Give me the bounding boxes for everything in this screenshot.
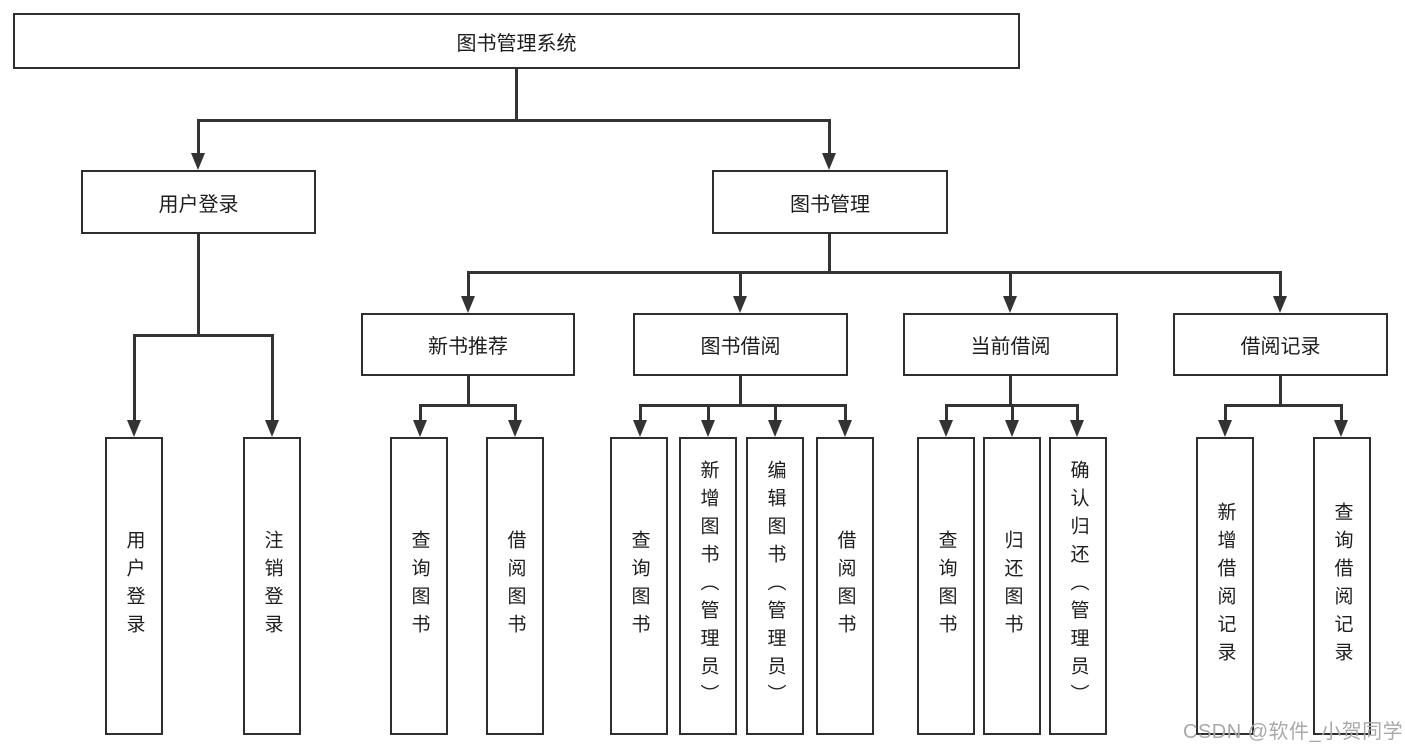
arrowhead-icon bbox=[1334, 420, 1348, 437]
leaf-current-confirm-label: 确认归还（管理员） bbox=[1067, 460, 1089, 712]
node-book-borrow-label: 图书借阅 bbox=[700, 336, 781, 358]
connector-line bbox=[197, 234, 200, 337]
leaf-logout: 注销登录 bbox=[243, 437, 301, 735]
leaf-current-return-label: 归还图书 bbox=[1001, 530, 1023, 642]
leaf-records-add: 新增借阅记录 bbox=[1196, 437, 1254, 735]
node-current-borrow-label: 当前借阅 bbox=[970, 336, 1051, 358]
connector-line bbox=[514, 404, 517, 422]
connector-line bbox=[774, 404, 777, 422]
connector-line bbox=[739, 376, 742, 407]
leaf-borrow-edit-label: 编辑图书（管理员） bbox=[764, 460, 786, 712]
leaf-borrow-query: 查询图书 bbox=[610, 437, 668, 735]
node-root: 图书管理系统 bbox=[13, 13, 1020, 69]
csdn-watermark: CSDN @软件_小贺同学 bbox=[1183, 721, 1404, 743]
connector-line bbox=[844, 404, 847, 422]
connector-line bbox=[1279, 376, 1282, 407]
connector-line bbox=[467, 376, 470, 407]
connector-line bbox=[467, 271, 1282, 274]
arrowhead-icon bbox=[1273, 296, 1287, 313]
connector-line bbox=[639, 404, 846, 407]
leaf-borrow-edit: 编辑图书（管理员） bbox=[746, 437, 804, 735]
connector-line bbox=[467, 271, 470, 298]
arrowhead-icon bbox=[1003, 296, 1017, 313]
connector-line bbox=[1011, 404, 1014, 422]
node-book-management: 图书管理 bbox=[712, 170, 948, 234]
leaf-records-query-label: 查询借阅记录 bbox=[1331, 502, 1353, 670]
leaf-current-confirm: 确认归还（管理员） bbox=[1049, 437, 1107, 735]
connector-line bbox=[515, 68, 518, 121]
connector-line bbox=[639, 404, 642, 422]
arrowhead-icon bbox=[127, 420, 141, 437]
node-root-label: 图书管理系统 bbox=[456, 32, 577, 55]
leaf-user-login-label: 用户登录 bbox=[123, 530, 145, 642]
arrowhead-icon bbox=[939, 420, 953, 437]
connector-line bbox=[1224, 404, 1227, 422]
leaf-current-return: 归还图书 bbox=[983, 437, 1041, 735]
arrowhead-icon bbox=[822, 153, 836, 170]
leaf-newbook-query-label: 查询图书 bbox=[408, 530, 430, 642]
node-book-management-label: 图书管理 bbox=[790, 193, 870, 216]
connector-line bbox=[1009, 376, 1012, 407]
connector-line bbox=[945, 404, 948, 422]
arrowhead-icon bbox=[768, 420, 782, 437]
leaf-borrow-add: 新增图书（管理员） bbox=[679, 437, 737, 735]
connector-line bbox=[197, 119, 831, 122]
leaf-borrow-add-label: 新增图书（管理员） bbox=[697, 460, 719, 712]
leaf-borrow-query-label: 查询图书 bbox=[628, 530, 650, 642]
node-new-book-recommend: 新书推荐 bbox=[361, 313, 575, 376]
connector-line bbox=[707, 404, 710, 422]
connector-line bbox=[133, 334, 274, 337]
arrowhead-icon bbox=[508, 420, 522, 437]
arrowhead-icon bbox=[461, 296, 475, 313]
connector-line bbox=[1076, 404, 1079, 422]
arrowhead-icon bbox=[191, 153, 205, 170]
connector-line bbox=[1009, 271, 1012, 298]
node-user-login: 用户登录 bbox=[81, 170, 316, 234]
node-borrow-records-label: 借阅记录 bbox=[1240, 336, 1321, 358]
connector-line bbox=[1340, 404, 1343, 422]
connector-line bbox=[1279, 271, 1282, 298]
arrowhead-icon bbox=[1005, 420, 1019, 437]
leaf-newbook-borrow-label: 借阅图书 bbox=[504, 530, 526, 642]
leaf-newbook-query: 查询图书 bbox=[390, 437, 448, 735]
leaf-newbook-borrow: 借阅图书 bbox=[486, 437, 544, 735]
connector-line bbox=[828, 119, 831, 155]
leaf-logout-label: 注销登录 bbox=[261, 530, 283, 642]
arrowhead-icon bbox=[265, 420, 279, 437]
leaf-borrow-borrow: 借阅图书 bbox=[816, 437, 874, 735]
leaf-records-add-label: 新增借阅记录 bbox=[1214, 502, 1236, 670]
leaf-borrow-borrow-label: 借阅图书 bbox=[834, 530, 856, 642]
arrowhead-icon bbox=[1070, 420, 1084, 437]
connector-line bbox=[1224, 404, 1343, 407]
arrowhead-icon bbox=[838, 420, 852, 437]
connector-line bbox=[419, 404, 422, 422]
arrowhead-icon bbox=[413, 420, 427, 437]
leaf-user-login: 用户登录 bbox=[105, 437, 163, 735]
connector-line bbox=[133, 334, 136, 421]
node-current-borrow: 当前借阅 bbox=[903, 313, 1118, 376]
node-book-borrow: 图书借阅 bbox=[633, 313, 848, 376]
connector-line bbox=[197, 119, 200, 155]
arrowhead-icon bbox=[733, 296, 747, 313]
connector-line bbox=[271, 334, 274, 421]
connector-line bbox=[739, 271, 742, 298]
arrowhead-icon bbox=[633, 420, 647, 437]
leaf-current-query: 查询图书 bbox=[917, 437, 975, 735]
leaf-records-query: 查询借阅记录 bbox=[1313, 437, 1371, 735]
arrowhead-icon bbox=[701, 420, 715, 437]
node-user-login-label: 用户登录 bbox=[158, 193, 239, 216]
connector-line bbox=[828, 234, 831, 274]
node-borrow-records: 借阅记录 bbox=[1173, 313, 1388, 376]
arrowhead-icon bbox=[1218, 420, 1232, 437]
node-new-book-recommend-label: 新书推荐 bbox=[428, 336, 508, 358]
leaf-current-query-label: 查询图书 bbox=[935, 530, 957, 642]
connector-line bbox=[419, 404, 517, 407]
